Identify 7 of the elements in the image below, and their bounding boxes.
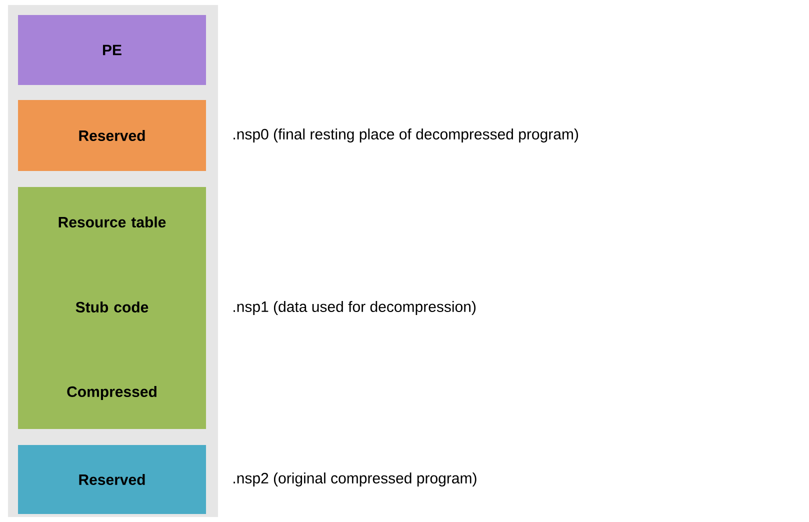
memory-section-box: Reserved	[18, 444, 206, 514]
section-label: .nsp2 (original compressed program)	[234, 472, 476, 486]
section-label: .nsp0 (final resting place of decompressed program)	[234, 128, 578, 142]
memory-section-box: PE	[18, 15, 206, 85]
memory-section-box: Resource table Stub code Compressed	[18, 187, 206, 429]
memory-section-box: Reserved	[18, 100, 206, 171]
section-label: .nsp1 (data used for decompression)	[234, 301, 476, 315]
